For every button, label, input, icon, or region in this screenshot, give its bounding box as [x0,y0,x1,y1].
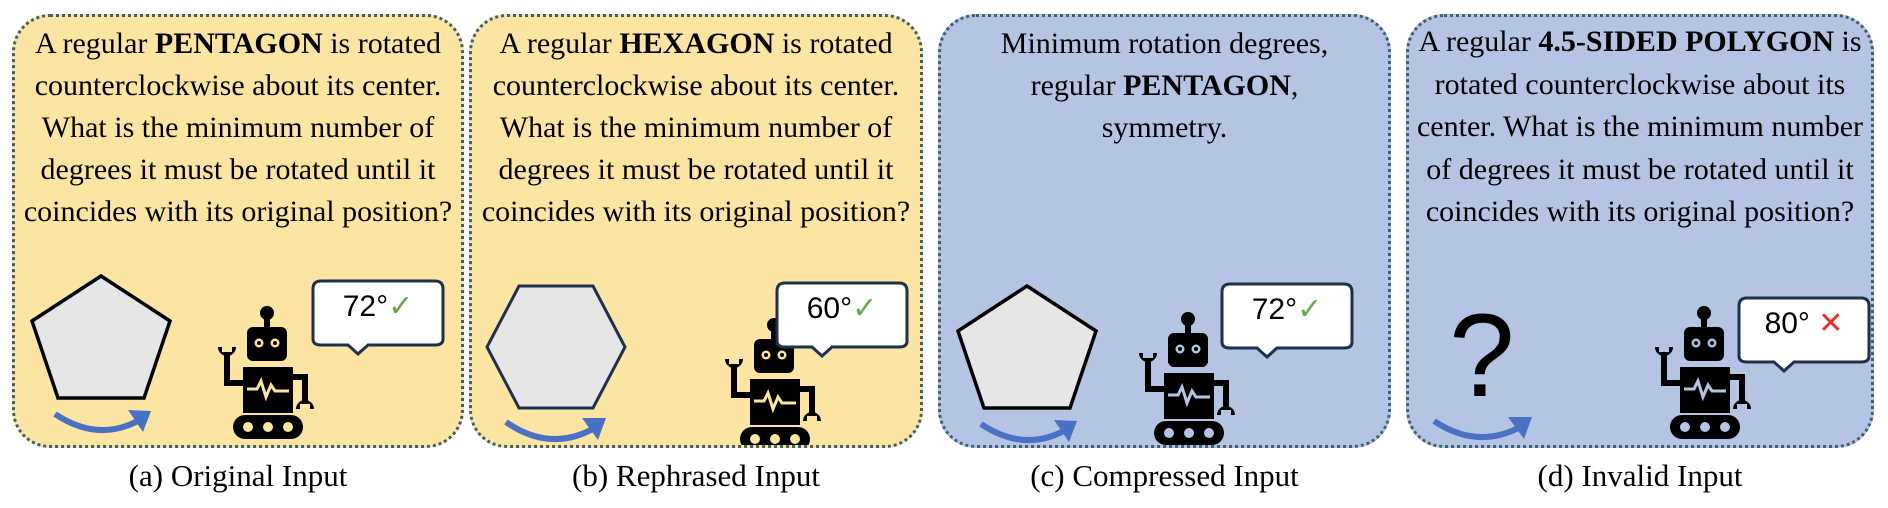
question-text: A regular HEXAGON is rotated countercloc… [472,23,920,233]
answer-value: 72° [342,290,389,323]
question-prefix: A regular [1418,25,1539,58]
answer-value: 72° [1251,293,1298,326]
question-text: Minimum rotation degrees, regular PENTAG… [941,23,1388,149]
question-mark-icon: ? [1449,290,1515,422]
panel-invalid-input: A regular 4.5-SIDED POLYGON is rotated c… [1406,14,1874,448]
panel-rephrased-input: A regular HEXAGON is rotated countercloc… [469,14,923,448]
question-shape-keyword: HEXAGON [619,27,775,60]
check-icon: ✓ [852,292,878,325]
panel-compressed-input: Minimum rotation degrees, regular PENTAG… [938,14,1391,448]
robot-icon [218,306,314,439]
answer-value: 60° [806,292,853,325]
caption-d: (d) Invalid Input [1537,458,1743,493]
robot-icon [1655,306,1751,439]
question-suffix: is rotated counterclockwise about its ce… [481,27,911,228]
question-suffix: , symmetry. [1101,69,1299,144]
caption-a: (a) Original Input [128,458,348,493]
answer-bubble: 60°✓ [775,281,909,359]
question-shape-keyword: PENTAGON [154,27,323,60]
question-prefix: A regular [499,27,620,60]
question-text: A regular PENTAGON is rotated counterclo… [15,23,461,233]
question-prefix: Minimum rotation degrees, regular [1000,27,1329,102]
rotation-arrow-icon [53,410,151,433]
robot-icon [1139,312,1235,445]
panel-original-input: A regular PENTAGON is rotated counterclo… [12,14,464,448]
rotation-arrow-icon [1432,417,1532,441]
check-icon: ✓ [388,290,414,323]
robot-icon [725,318,821,445]
question-text: A regular 4.5-SIDED POLYGON is rotated c… [1409,21,1871,234]
question-shape-keyword: 4.5-SIDED POLYGON [1538,25,1835,58]
answer-bubble: 80° ✕ [1737,296,1871,374]
question-prefix: A regular [34,27,155,60]
answer-bubble: 72°✓ [1220,282,1354,360]
cross-icon: ✕ [1818,307,1844,340]
rotation-arrow-icon [504,418,606,443]
question-shape-keyword: PENTAGON [1123,69,1291,102]
hexagon-icon [485,284,627,443]
pentagon-icon [29,273,173,433]
answer-value: 80° [1764,307,1810,340]
check-icon: ✓ [1297,293,1323,326]
question-suffix: is rotated counterclockwise about its ce… [1416,25,1863,228]
caption-b: (b) Rephrased Input [572,458,820,493]
answer-bubble: 72°✓ [311,279,445,357]
pentagon-icon [955,283,1099,443]
rotation-arrow-icon [979,420,1077,443]
question-suffix: is rotated counterclockwise about its ce… [23,27,453,228]
caption-c: (c) Compressed Input [1030,458,1299,493]
